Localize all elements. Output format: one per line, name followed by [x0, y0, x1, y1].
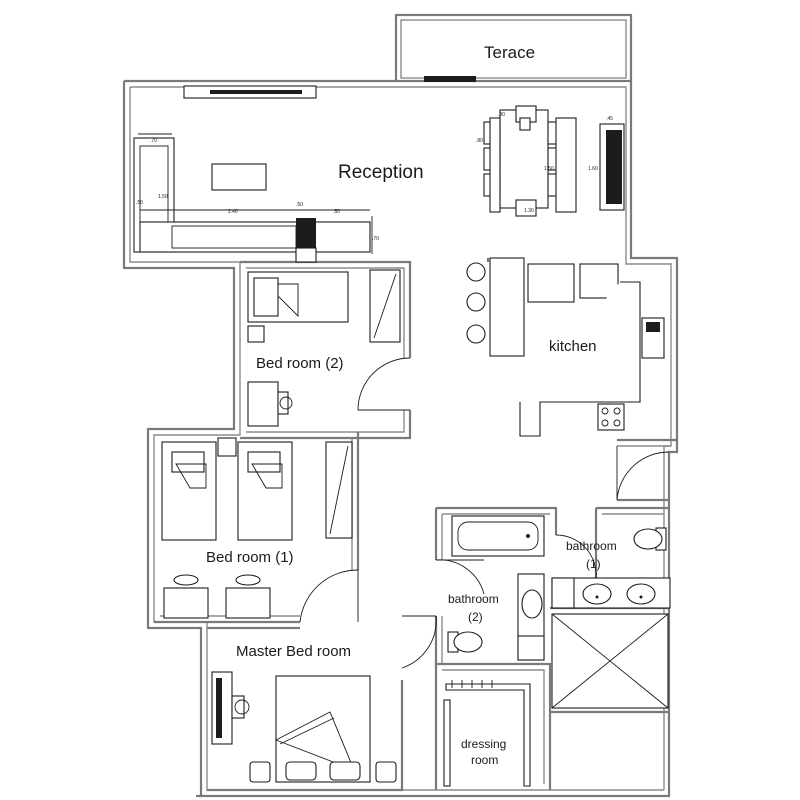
dressing-fixtures — [443, 680, 531, 787]
room-label-bedroom1: Bed room (1) — [206, 549, 294, 566]
dim-sofa-end: .50 — [296, 202, 303, 208]
room-label-bathroom1-num: (1) — [586, 557, 601, 571]
room-label-dressing-room: room — [471, 753, 498, 767]
dim-table-top: .90 — [498, 112, 505, 118]
dim-cabinet-length: 1.60 — [588, 166, 598, 172]
dim-table-side: .80 — [476, 138, 483, 144]
sofa-set — [133, 133, 373, 263]
bedroom1-furniture — [161, 437, 353, 619]
dim-sofa-end-2: .50 — [333, 209, 340, 215]
room-label-bathroom1: bathroom — [566, 539, 617, 553]
dim-table-bottom: 1.30 — [524, 208, 534, 214]
room-label-bathroom2: bathroom — [448, 592, 499, 606]
room-label-dressing: dressing — [461, 737, 506, 751]
room-label-reception: Reception — [338, 162, 424, 183]
dim-sofa-side: 1.50 — [158, 194, 168, 200]
master-bedroom-furniture — [211, 671, 397, 783]
dim-sofa-arm: .50 — [136, 200, 143, 206]
room-label-master-bedroom: Master Bed room — [236, 643, 351, 660]
bathroom1-fixtures — [551, 527, 671, 709]
bathroom2-fixtures — [447, 515, 545, 661]
dim-sofa-depth: .70 — [150, 138, 157, 144]
coffee-table — [211, 163, 267, 191]
walls — [122, 13, 679, 798]
dim-sofa-back: 2.40 — [228, 209, 238, 215]
dim-sofa-right: .70 — [372, 236, 379, 242]
bathroom1-sink-left — [582, 583, 612, 605]
room-label-kitchen: kitchen — [549, 338, 597, 355]
room-label-bedroom2: Bed room (2) — [256, 355, 344, 372]
kitchen-fixtures — [466, 257, 665, 437]
bathroom1-toilet — [633, 528, 663, 550]
dining-table-set — [483, 105, 625, 217]
room-label-bathroom2-num: (2) — [468, 610, 483, 624]
terrace-window — [424, 76, 476, 82]
dim-table-depth: 1.50 — [544, 166, 554, 172]
bathroom2-sink — [521, 589, 543, 619]
bathroom2-toilet — [453, 631, 483, 653]
dim-cabinet-width: .45 — [606, 116, 613, 122]
bedroom2-furniture — [247, 269, 401, 427]
stove — [597, 403, 625, 431]
room-label-terrace: Terace — [484, 43, 535, 62]
bathroom1-sink-right — [626, 583, 656, 605]
